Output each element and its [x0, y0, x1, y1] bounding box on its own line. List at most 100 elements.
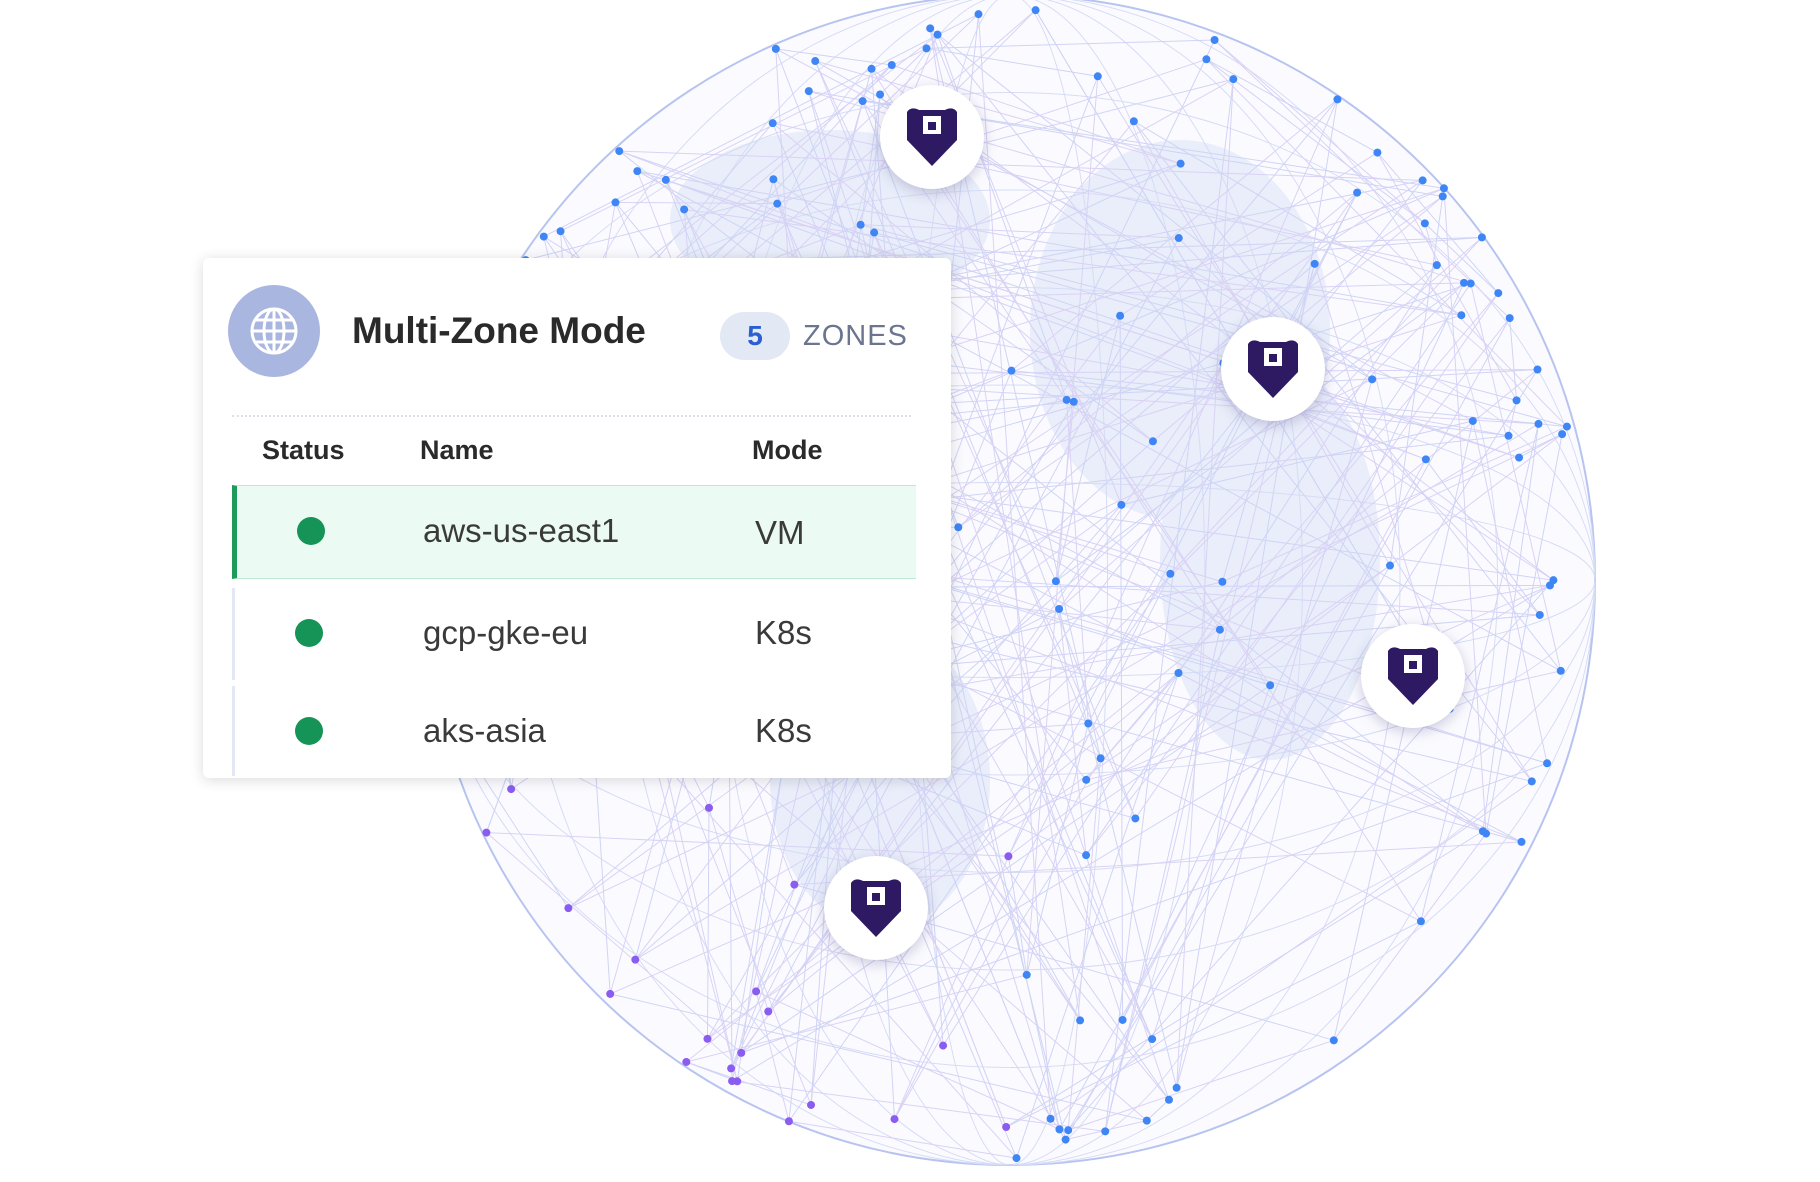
network-link [1007, 856, 1028, 975]
network-link [1425, 459, 1541, 616]
network-link [1055, 401, 1075, 582]
network-node [768, 119, 777, 128]
network-node [1064, 1126, 1073, 1135]
network-node [784, 1117, 793, 1126]
network-link [788, 1120, 1017, 1159]
network-node [1116, 311, 1125, 320]
network-node [1368, 375, 1377, 384]
network-link [1005, 830, 1484, 1128]
network-node [1218, 577, 1227, 586]
card-title: Multi-Zone Mode [352, 310, 646, 351]
network-node [1468, 416, 1477, 425]
network-node [633, 167, 642, 176]
network-link [1376, 152, 1517, 401]
network-node [1004, 852, 1013, 861]
network-link [929, 28, 1081, 1021]
network-node [1515, 453, 1524, 462]
network-node [1505, 314, 1514, 323]
network-node [1482, 829, 1491, 838]
network-link [1214, 39, 1426, 224]
network-node [1012, 1154, 1021, 1163]
network-link [1470, 283, 1562, 671]
network-link [560, 47, 927, 232]
network-node [811, 57, 820, 66]
status-dot [295, 619, 323, 647]
column-header-status[interactable]: Status [262, 435, 345, 465]
network-link [860, 224, 1179, 239]
network-link [1377, 152, 1499, 294]
network-link [1087, 192, 1358, 724]
network-node [1101, 1127, 1110, 1136]
globe-icon-badge [228, 285, 320, 377]
network-node [1432, 261, 1441, 270]
network-node [606, 989, 615, 998]
network-link [1151, 685, 1271, 1040]
network-link [1119, 315, 1124, 1020]
network-link [730, 362, 1224, 1069]
network-link [788, 573, 1171, 1122]
zone-node-3[interactable] [1361, 624, 1465, 728]
network-link [740, 684, 1271, 1054]
network-node [939, 1041, 948, 1050]
network-link [942, 264, 1438, 1046]
network-link [1055, 282, 1465, 582]
bear-shield-icon [1388, 647, 1438, 705]
network-node [773, 199, 782, 208]
network-link [1420, 423, 1539, 922]
network-link [1016, 672, 1179, 1159]
network-link [862, 100, 1136, 819]
network-node [1546, 581, 1555, 590]
table-row[interactable]: gcp-gke-eu K8s [232, 588, 914, 680]
network-node [1051, 577, 1060, 586]
column-header-mode[interactable]: Mode [752, 435, 823, 465]
table-row[interactable]: aws-us-east1 VM [232, 485, 916, 579]
bear-shield-icon [1248, 340, 1298, 398]
zone-node-2[interactable] [1221, 317, 1325, 421]
network-link [1152, 196, 1444, 442]
network-node [1420, 219, 1429, 228]
network-node [1439, 184, 1448, 193]
zone-node-4[interactable] [824, 856, 928, 960]
network-node [771, 44, 780, 53]
network-link [767, 672, 1179, 1012]
network-link [772, 122, 1154, 442]
network-link [486, 832, 742, 1054]
network-link [793, 504, 1122, 885]
table-row[interactable]: aks-asia K8s [232, 686, 914, 776]
network-node [1533, 365, 1542, 374]
network-node [1164, 1095, 1173, 1104]
network-node [1131, 814, 1140, 823]
network-link [610, 993, 1147, 1122]
network-node [1373, 148, 1382, 157]
network-node [1022, 970, 1031, 979]
network-node [1418, 176, 1427, 185]
network-link [941, 440, 1154, 633]
network-node [1202, 55, 1211, 64]
network-link [1026, 76, 1099, 975]
network-link [637, 170, 1462, 316]
network-node [1172, 1083, 1181, 1092]
network-link [1178, 672, 1484, 832]
network-node [790, 880, 799, 889]
network-link [1333, 833, 1487, 1041]
network-node [1055, 1125, 1064, 1134]
network-node [1176, 159, 1185, 168]
network-node [1562, 422, 1571, 431]
network-link [1146, 1099, 1170, 1121]
network-link [1176, 379, 1373, 1088]
network-link [814, 60, 1102, 759]
network-link [1067, 369, 1538, 1131]
network-node [1069, 397, 1078, 406]
network-node [1353, 188, 1362, 197]
network-link [1073, 401, 1271, 686]
network-node [1142, 1116, 1151, 1125]
network-node [887, 60, 896, 69]
network-node [954, 523, 963, 532]
column-header-name[interactable]: Name [420, 435, 494, 465]
network-link [1007, 192, 1358, 857]
zone-node-1[interactable] [880, 85, 984, 189]
network-node [615, 147, 624, 156]
network-node [1002, 1122, 1011, 1131]
network-link [958, 195, 1444, 528]
network-node [1421, 455, 1430, 464]
